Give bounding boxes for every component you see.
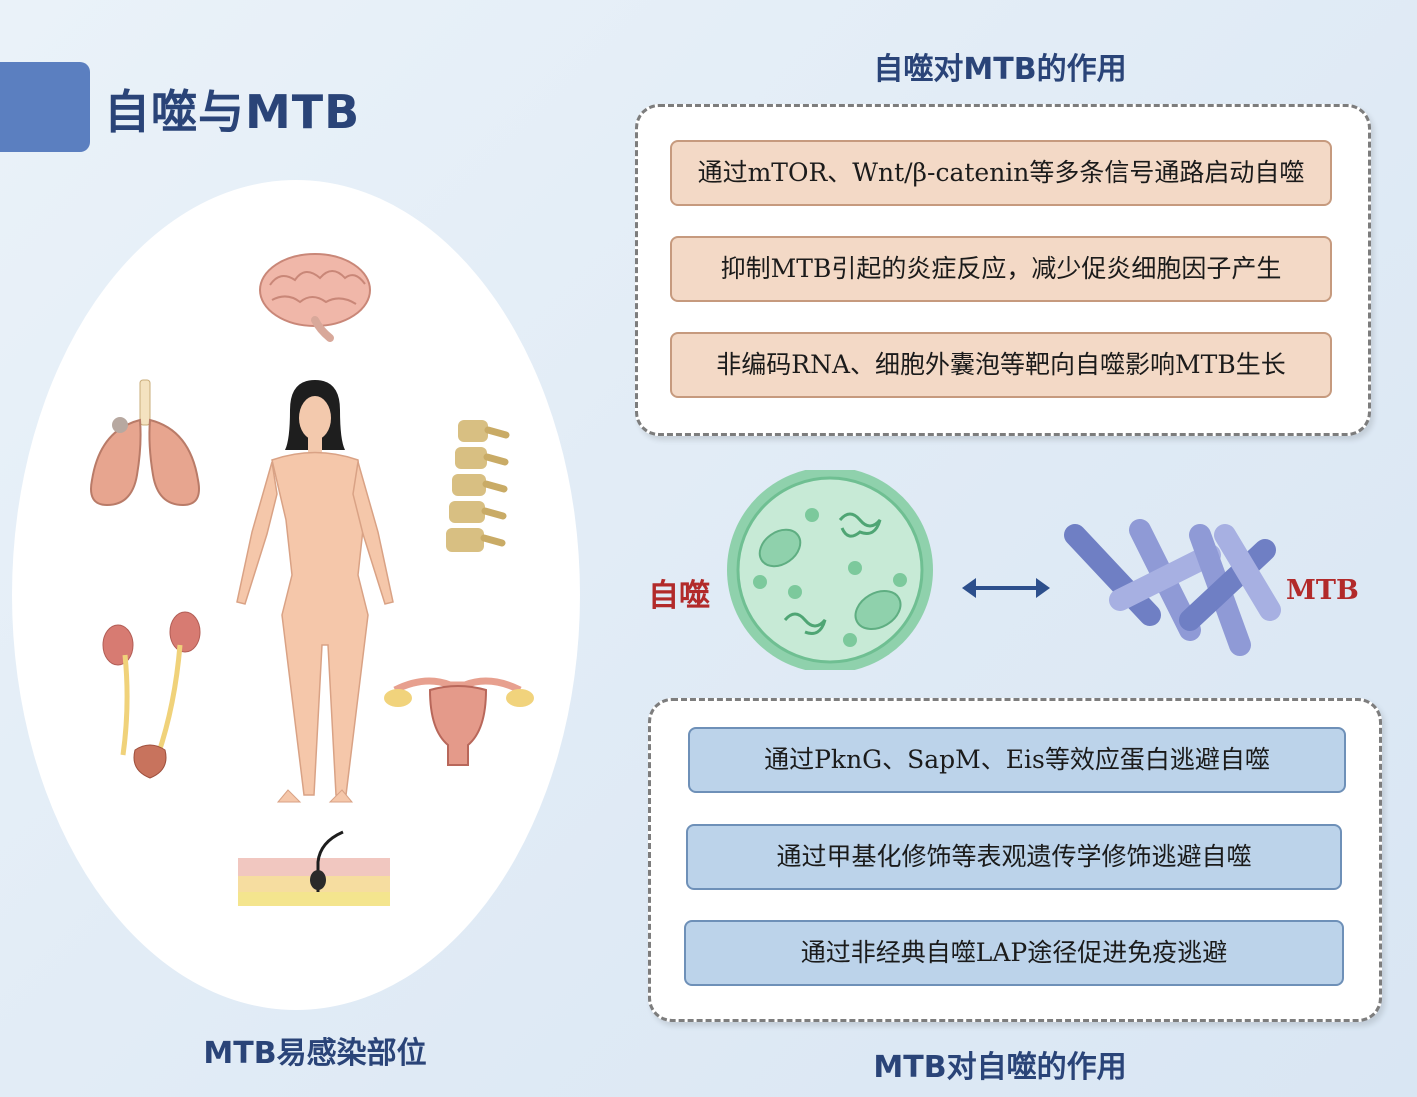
- spine-icon: [446, 420, 510, 552]
- mtb-label: MTB: [1286, 575, 1359, 606]
- brain-icon: [259, 253, 371, 342]
- page-title: 自噬与MTB: [104, 85, 361, 139]
- kidney-urinary-icon: [102, 611, 201, 779]
- lungs-icon: [90, 379, 200, 507]
- double-arrow-icon: [962, 578, 1050, 598]
- uterus-icon: [384, 677, 534, 766]
- autophagy-effect-item: 抑制MTB引起的炎症反应，减少促炎细胞因子产生: [670, 236, 1332, 302]
- mtb-effects-heading: MTB对自噬的作用: [873, 1050, 1127, 1085]
- human-body-icon: [236, 380, 394, 803]
- autophagy-label: 自噬: [648, 578, 710, 614]
- interaction-illustration: [727, 470, 1281, 670]
- mtb-effect-item: 通过PknG、SapM、Eis等效应蛋白逃避自噬: [688, 727, 1346, 793]
- infection-sites-caption: MTB易感染部位: [203, 1036, 427, 1071]
- autophagy-effects-heading: 自噬对MTB的作用: [873, 52, 1127, 87]
- mtb-effect-item: 通过非经典自噬LAP途径促进免疫逃避: [684, 920, 1344, 986]
- skin-icon: [238, 830, 390, 906]
- autophagosome-icon: [727, 470, 933, 670]
- autophagy-effect-item: 通过mTOR、Wnt/β-catenin等多条信号通路启动自噬: [670, 140, 1332, 206]
- mtb-bacilli-icon: [1064, 519, 1281, 656]
- autophagy-effect-item: 非编码RNA、细胞外囊泡等靶向自噬影响MTB生长: [670, 332, 1332, 398]
- title-accent-block: [0, 62, 90, 152]
- mtb-effect-item: 通过甲基化修饰等表观遗传学修饰逃避自噬: [686, 824, 1342, 890]
- organ-illustrations: [90, 253, 534, 906]
